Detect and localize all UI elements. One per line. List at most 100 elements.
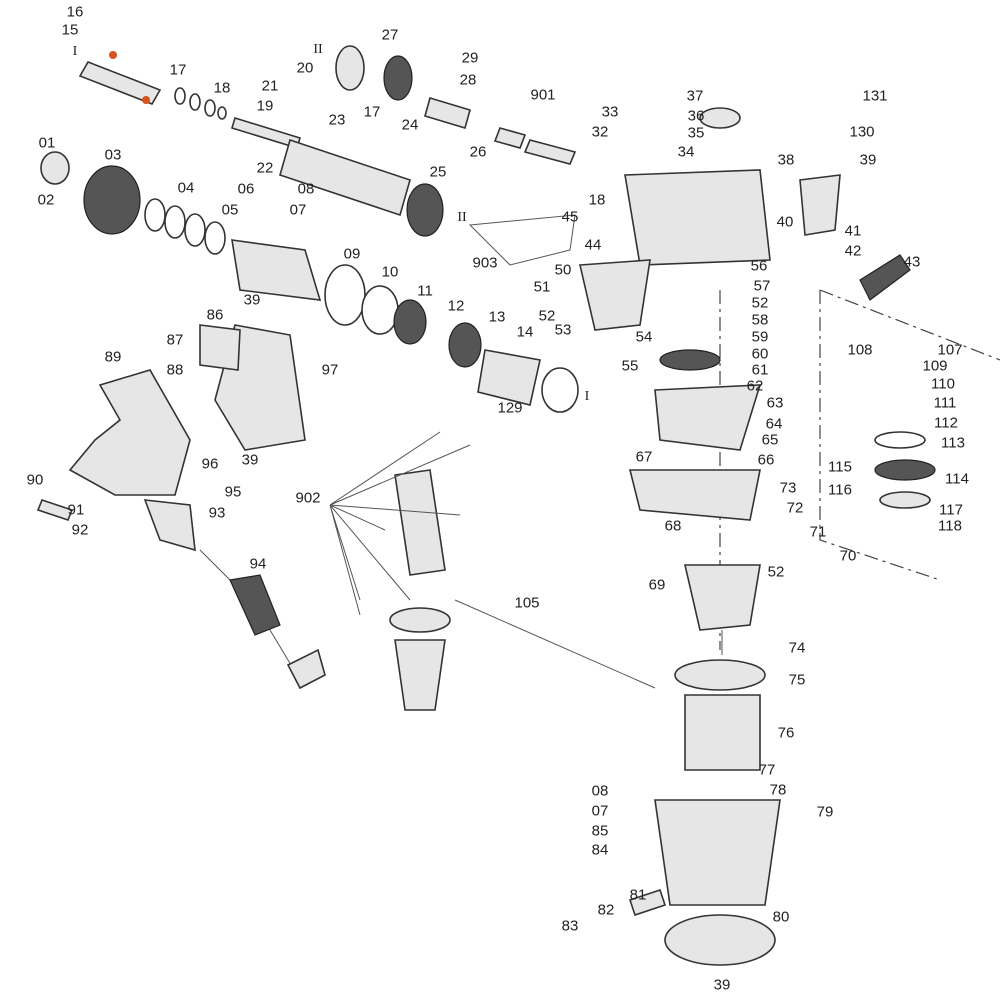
part-label-69[interactable]: 69: [648, 576, 666, 594]
part-label-44[interactable]: 44: [584, 236, 602, 254]
part-label-902[interactable]: 902: [295, 489, 321, 507]
part-label-62[interactable]: 62: [746, 377, 764, 395]
part-label-58[interactable]: 58: [751, 311, 769, 329]
part-label-18[interactable]: 18: [213, 79, 231, 97]
part-label-64[interactable]: 64: [765, 415, 783, 433]
part-label-52[interactable]: 52: [767, 563, 785, 581]
part-label-24[interactable]: 24: [401, 116, 419, 134]
part-label-10[interactable]: 10: [381, 263, 399, 281]
part-label-80[interactable]: 80: [772, 908, 790, 926]
part-label-38[interactable]: 38: [777, 151, 795, 169]
part-label-01[interactable]: 01: [38, 134, 56, 152]
part-label-74[interactable]: 74: [788, 639, 806, 657]
part-label-27[interactable]: 27: [381, 26, 399, 44]
part-label-39[interactable]: 39: [241, 451, 259, 469]
part-label-52[interactable]: 52: [751, 294, 769, 312]
part-label-70[interactable]: 70: [839, 547, 857, 565]
part-label-88[interactable]: 88: [166, 361, 184, 379]
assembly-marker[interactable]: I: [72, 44, 78, 59]
assembly-marker[interactable]: II: [313, 42, 323, 57]
part-label-76[interactable]: 76: [777, 724, 795, 742]
part-label-60[interactable]: 60: [751, 345, 769, 363]
part-label-130[interactable]: 130: [849, 123, 875, 141]
part-label-77[interactable]: 77: [758, 761, 776, 779]
part-label-901[interactable]: 901: [530, 86, 556, 104]
part-label-32[interactable]: 32: [591, 123, 609, 141]
part-label-108[interactable]: 108: [847, 341, 873, 359]
part-label-06[interactable]: 06: [237, 180, 255, 198]
part-label-92[interactable]: 92: [71, 521, 89, 539]
part-label-93[interactable]: 93: [208, 504, 226, 522]
part-label-15[interactable]: 15: [61, 21, 79, 39]
part-label-78[interactable]: 78: [769, 781, 787, 799]
part-label-75[interactable]: 75: [788, 671, 806, 689]
part-label-71[interactable]: 71: [809, 523, 827, 541]
part-label-68[interactable]: 68: [664, 517, 682, 535]
part-label-29[interactable]: 29: [461, 49, 479, 67]
part-label-23[interactable]: 23: [328, 111, 346, 129]
part-label-42[interactable]: 42: [844, 242, 862, 260]
part-label-33[interactable]: 33: [601, 103, 619, 121]
part-label-96[interactable]: 96: [201, 455, 219, 473]
part-label-04[interactable]: 04: [177, 179, 195, 197]
part-label-79[interactable]: 79: [816, 803, 834, 821]
part-label-55[interactable]: 55: [621, 357, 639, 375]
part-label-22[interactable]: 22: [256, 159, 274, 177]
part-label-51[interactable]: 51: [533, 278, 551, 296]
part-label-08[interactable]: 08: [297, 180, 315, 198]
part-label-39[interactable]: 39: [713, 976, 731, 994]
part-label-116[interactable]: 116: [828, 481, 852, 499]
part-label-89[interactable]: 89: [104, 348, 122, 366]
part-label-36[interactable]: 36: [687, 107, 705, 125]
assembly-marker[interactable]: I: [584, 389, 590, 404]
part-label-41[interactable]: 41: [844, 222, 862, 240]
part-label-65[interactable]: 65: [761, 431, 779, 449]
part-label-90[interactable]: 90: [26, 471, 44, 489]
assembly-marker[interactable]: II: [457, 210, 467, 225]
part-label-111[interactable]: 111: [933, 394, 957, 412]
part-label-07[interactable]: 07: [591, 802, 609, 820]
part-label-113[interactable]: 113: [941, 434, 965, 452]
part-label-73[interactable]: 73: [779, 479, 797, 497]
part-label-131[interactable]: 131: [862, 87, 888, 105]
part-label-110[interactable]: 110: [931, 375, 955, 393]
part-label-109[interactable]: 109: [922, 357, 948, 375]
part-label-903[interactable]: 903: [472, 254, 498, 272]
part-label-45[interactable]: 45: [561, 208, 579, 226]
part-label-87[interactable]: 87: [166, 331, 184, 349]
part-label-39[interactable]: 39: [859, 151, 877, 169]
part-label-57[interactable]: 57: [753, 277, 771, 295]
part-label-105[interactable]: 105: [514, 594, 540, 612]
part-label-17[interactable]: 17: [169, 61, 187, 79]
part-label-12[interactable]: 12: [447, 297, 465, 315]
part-label-25[interactable]: 25: [429, 163, 447, 181]
part-label-50[interactable]: 50: [554, 261, 572, 279]
part-label-85[interactable]: 85: [591, 822, 609, 840]
part-label-20[interactable]: 20: [296, 59, 314, 77]
part-label-26[interactable]: 26: [469, 143, 487, 161]
part-label-82[interactable]: 82: [597, 901, 615, 919]
part-label-84[interactable]: 84: [591, 841, 609, 859]
part-label-40[interactable]: 40: [776, 213, 794, 231]
part-label-17[interactable]: 17: [363, 103, 381, 121]
part-label-94[interactable]: 94: [249, 555, 267, 573]
part-label-09[interactable]: 09: [343, 245, 361, 263]
part-label-61[interactable]: 61: [751, 361, 769, 379]
part-label-53[interactable]: 53: [554, 321, 572, 339]
part-label-81[interactable]: 81: [629, 886, 647, 904]
part-label-97[interactable]: 97: [321, 361, 339, 379]
part-label-03[interactable]: 03: [104, 146, 122, 164]
part-label-107[interactable]: 107: [937, 341, 963, 359]
part-label-11[interactable]: 11: [417, 282, 433, 300]
part-label-117[interactable]: 117: [939, 501, 963, 519]
part-label-39[interactable]: 39: [243, 291, 261, 309]
part-label-114[interactable]: 114: [945, 470, 969, 488]
part-label-63[interactable]: 63: [766, 394, 784, 412]
part-label-19[interactable]: 19: [256, 97, 274, 115]
part-label-118[interactable]: 118: [938, 517, 962, 535]
part-label-59[interactable]: 59: [751, 328, 769, 346]
part-label-18[interactable]: 18: [588, 191, 606, 209]
part-label-54[interactable]: 54: [635, 328, 653, 346]
part-label-08[interactable]: 08: [591, 782, 609, 800]
part-label-21[interactable]: 21: [261, 77, 279, 95]
